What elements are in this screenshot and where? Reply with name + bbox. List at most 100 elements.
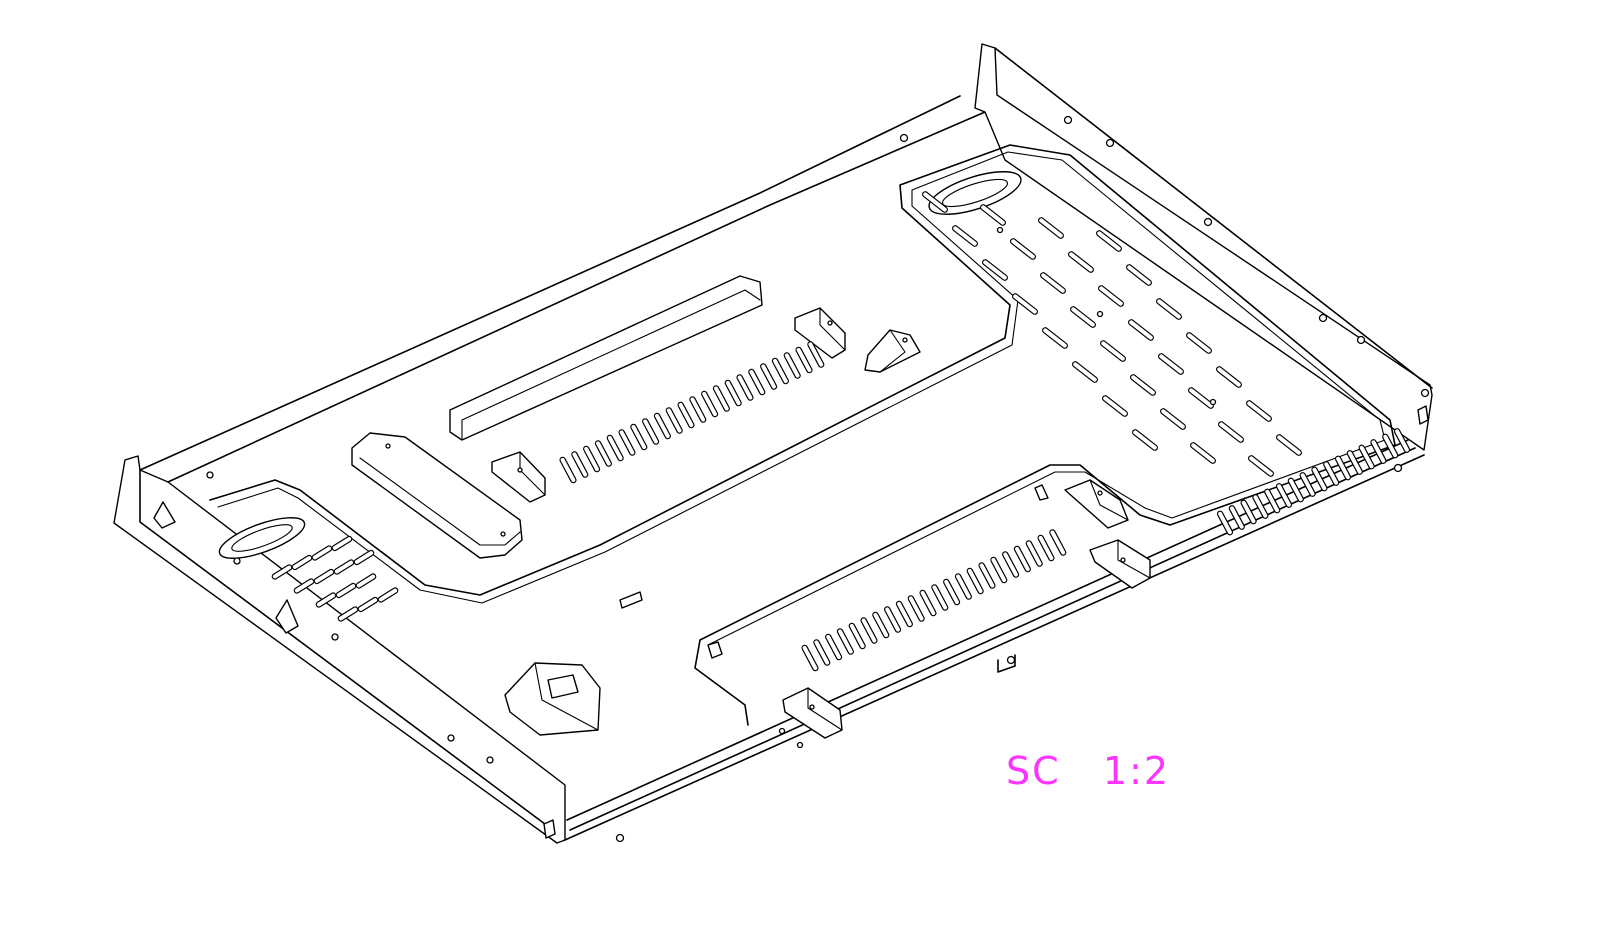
mounting-tabs [491, 307, 1151, 739]
vent-slot [1126, 264, 1152, 286]
vent-slot [1158, 353, 1184, 375]
vent-slot [807, 341, 825, 368]
vent-slot [1010, 238, 1036, 260]
vent-slot [990, 556, 1008, 584]
vent-slot [895, 600, 913, 628]
tray-outline [113, 43, 1433, 844]
vent-slot [271, 564, 293, 580]
scale-label: SC 1:2 [1006, 749, 1171, 793]
vent-slot [712, 385, 730, 412]
vent-slot [571, 451, 589, 478]
vent-slot [1040, 272, 1066, 294]
vent-slot [1216, 366, 1242, 388]
vent-slot [357, 596, 379, 613]
vent-slot [1218, 421, 1244, 443]
vent-slot [1160, 408, 1186, 430]
vent-slot [1311, 466, 1328, 492]
wall-cutouts [153, 405, 1429, 839]
vent-slot [943, 578, 961, 606]
vent-slot [1002, 551, 1020, 578]
vent-slot [860, 617, 878, 644]
vent-slot [848, 622, 866, 650]
vent-slot [1102, 395, 1128, 417]
vent-slot [1049, 529, 1067, 556]
long-rib-top [449, 275, 763, 441]
vent-slot [922, 191, 948, 213]
vent-slot [630, 423, 648, 451]
vent-slot [982, 259, 1008, 281]
oval-emboss-left [218, 517, 306, 559]
vent-slot [1156, 298, 1182, 320]
vent-slot [1382, 433, 1399, 459]
vent-slot [315, 592, 337, 608]
vent-slot [1393, 428, 1411, 453]
vent-slot [1334, 455, 1352, 481]
vent-slot [1276, 434, 1302, 456]
vent-slot [724, 379, 742, 407]
vent-slot [377, 587, 399, 603]
pentagon-boss [504, 662, 601, 736]
vent-slot [1128, 319, 1154, 341]
vent-slot [331, 535, 353, 552]
vent-slot-arrays [271, 191, 1411, 672]
oval-emboss-right [928, 171, 1022, 215]
vent-slot [771, 357, 789, 385]
vent-slot [836, 628, 854, 655]
vent-slot [1370, 439, 1387, 464]
vent-slot [966, 567, 984, 595]
vent-slot [1188, 387, 1214, 409]
vent-slot [1037, 534, 1055, 562]
vent-slot [335, 582, 357, 599]
vent-slot [1098, 285, 1124, 307]
vent-slot [1042, 327, 1068, 349]
vent-slot [919, 589, 937, 617]
vent-slot [1299, 472, 1316, 497]
vent-slot [583, 445, 601, 473]
vent-slot [1186, 332, 1212, 354]
vent-slot [653, 412, 671, 440]
vent-slot [1038, 217, 1064, 239]
vent-slot [931, 584, 949, 611]
small-connectors [619, 484, 1049, 659]
vent-slot [1096, 230, 1122, 252]
vent-slot [1228, 505, 1245, 530]
vent-slot [618, 429, 636, 456]
vent-slot [978, 562, 996, 589]
vent-slot [1013, 545, 1031, 573]
vent-slot [665, 407, 683, 434]
mounting-holes [206, 115, 1430, 843]
vent-slot [606, 434, 624, 462]
vent-slot [1025, 540, 1043, 567]
vent-slot [1070, 306, 1096, 328]
vent-slot [594, 440, 612, 467]
inner-platform [209, 144, 1396, 726]
vent-slot [813, 639, 831, 666]
vent-slot [1132, 429, 1158, 451]
vent-slot [872, 611, 890, 639]
vent-slot [825, 633, 843, 661]
vent-slot [689, 396, 707, 423]
vent-slot [952, 225, 978, 247]
vent-slot [748, 368, 766, 396]
vent-slot [677, 401, 695, 429]
vent-slot [1012, 293, 1038, 315]
vent-slot [1287, 477, 1304, 503]
vent-slot [801, 644, 819, 672]
vent-slot [1264, 488, 1281, 514]
vent-slot [642, 418, 660, 445]
vent-slot [333, 559, 355, 575]
vent-slot [1358, 444, 1375, 470]
vent-slot [1346, 450, 1363, 475]
vent-slot [559, 456, 577, 484]
vent-slot [701, 390, 719, 418]
vent-slot [311, 545, 333, 561]
vent-slot [1100, 340, 1126, 362]
vent-slot [907, 595, 925, 622]
vent-slot [1275, 483, 1293, 508]
vent-slot [736, 374, 754, 401]
vent-slot [1323, 461, 1340, 486]
vent-slot [1246, 400, 1272, 422]
vent-slot [954, 573, 972, 600]
vent-slot [1190, 442, 1216, 464]
